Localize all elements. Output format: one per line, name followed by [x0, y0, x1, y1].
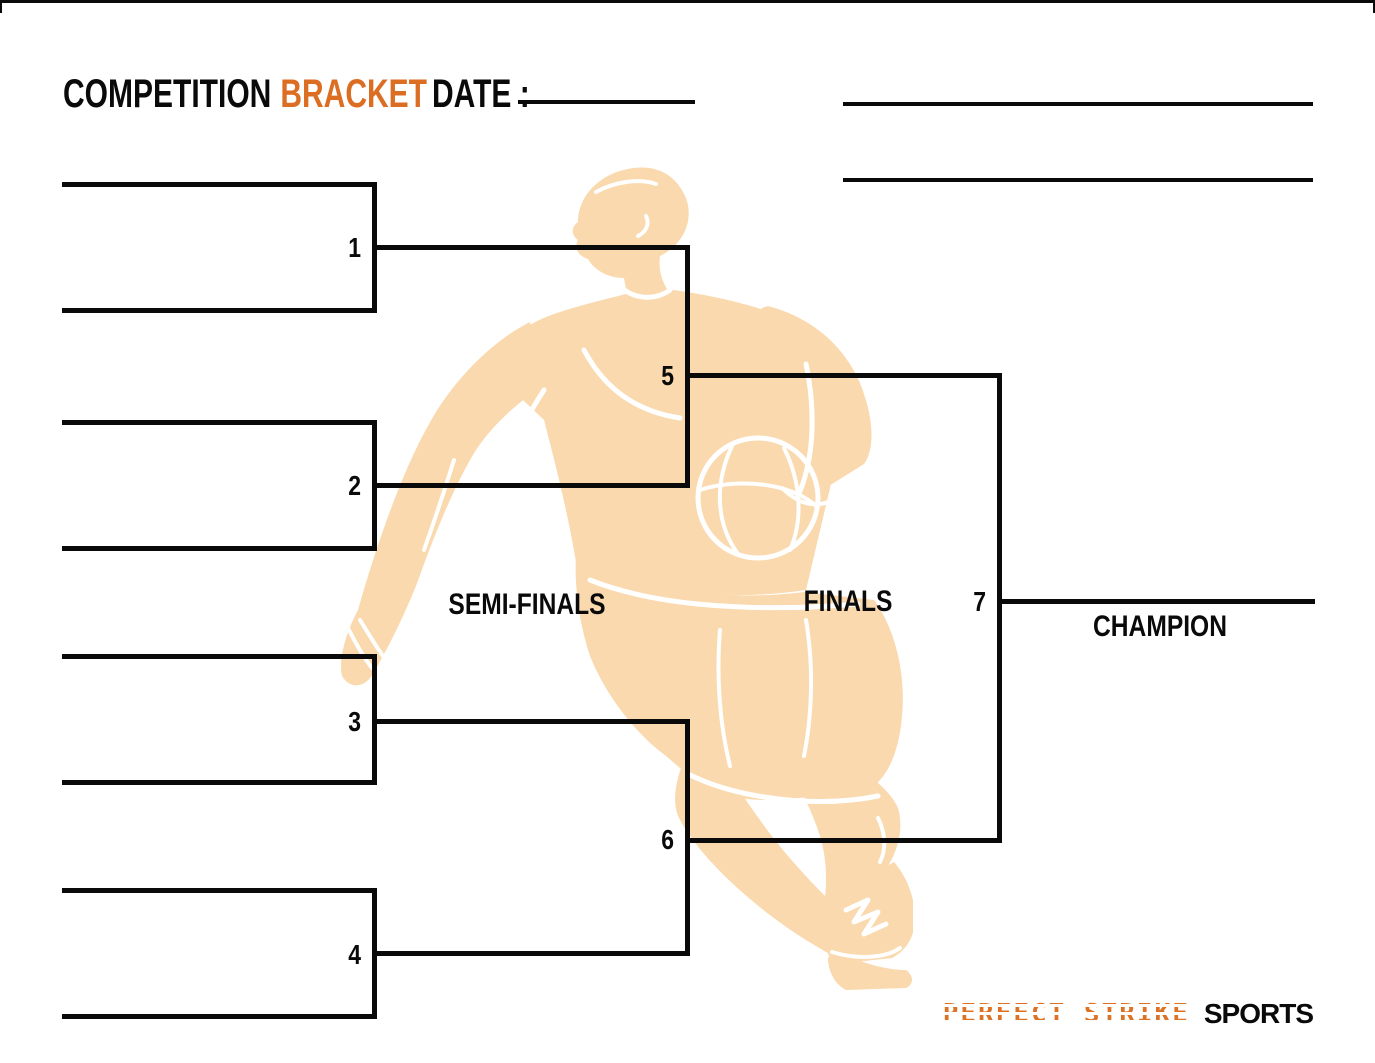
team-slot-line-4b [62, 1014, 375, 1019]
champion-line [1000, 599, 1315, 604]
semifinal-6-vertical [685, 719, 690, 956]
match-number-5: 5 [661, 360, 674, 391]
brand-logo-accent: PERFECT STRIKE [942, 999, 1190, 1029]
team-slot-line-3a [62, 654, 375, 659]
match-3-vertical [372, 654, 377, 785]
semifinals-label: SEMI-FINALS [448, 588, 606, 621]
blank-line-top-2 [843, 178, 1313, 182]
team-slot-line-4a [62, 888, 375, 893]
match-number-3: 3 [348, 706, 361, 737]
brand-logo-primary: SPORTS [1203, 998, 1314, 1029]
match-4-vertical [372, 888, 377, 1019]
match-number-2: 2 [348, 470, 361, 501]
team-slot-line-1b [62, 308, 375, 313]
match-1-vertical [372, 182, 377, 313]
semifinal-5-connector [688, 373, 1000, 378]
brand-logo: PERFECT STRIKE SPORTS [942, 998, 1314, 1030]
semifinal-5-vertical [685, 245, 690, 488]
basketball-player-illustration [340, 167, 913, 990]
date-write-line [518, 100, 695, 104]
team-slot-line-2b [62, 546, 375, 551]
semifinal-6-connector [688, 838, 1000, 843]
match-1-connector [375, 245, 688, 250]
team-slot-line-3b [62, 780, 375, 785]
title-accent: BRACKET [280, 72, 427, 116]
finals-label: FINALS [803, 585, 893, 618]
match-number-7: 7 [973, 586, 986, 617]
basketball-icon [695, 435, 821, 561]
match-number-6: 6 [661, 824, 674, 855]
title-primary: COMPETITION [63, 72, 272, 116]
page-corner-mark-right [1373, 0, 1375, 13]
match-2-vertical [372, 420, 377, 551]
page-corner-mark-left [0, 0, 2, 13]
champion-label: CHAMPION [1093, 610, 1227, 643]
match-2-connector [375, 483, 688, 488]
blank-line-top-1 [843, 102, 1313, 106]
team-slot-line-1a [62, 182, 375, 187]
final-7-vertical [997, 373, 1002, 843]
match-number-1: 1 [348, 232, 361, 263]
date-label: DATE : [432, 72, 530, 116]
page-top-border [0, 0, 1375, 3]
match-4-connector [375, 951, 688, 956]
match-3-connector [375, 719, 688, 724]
team-slot-line-2a [62, 420, 375, 425]
match-number-4: 4 [348, 939, 361, 970]
